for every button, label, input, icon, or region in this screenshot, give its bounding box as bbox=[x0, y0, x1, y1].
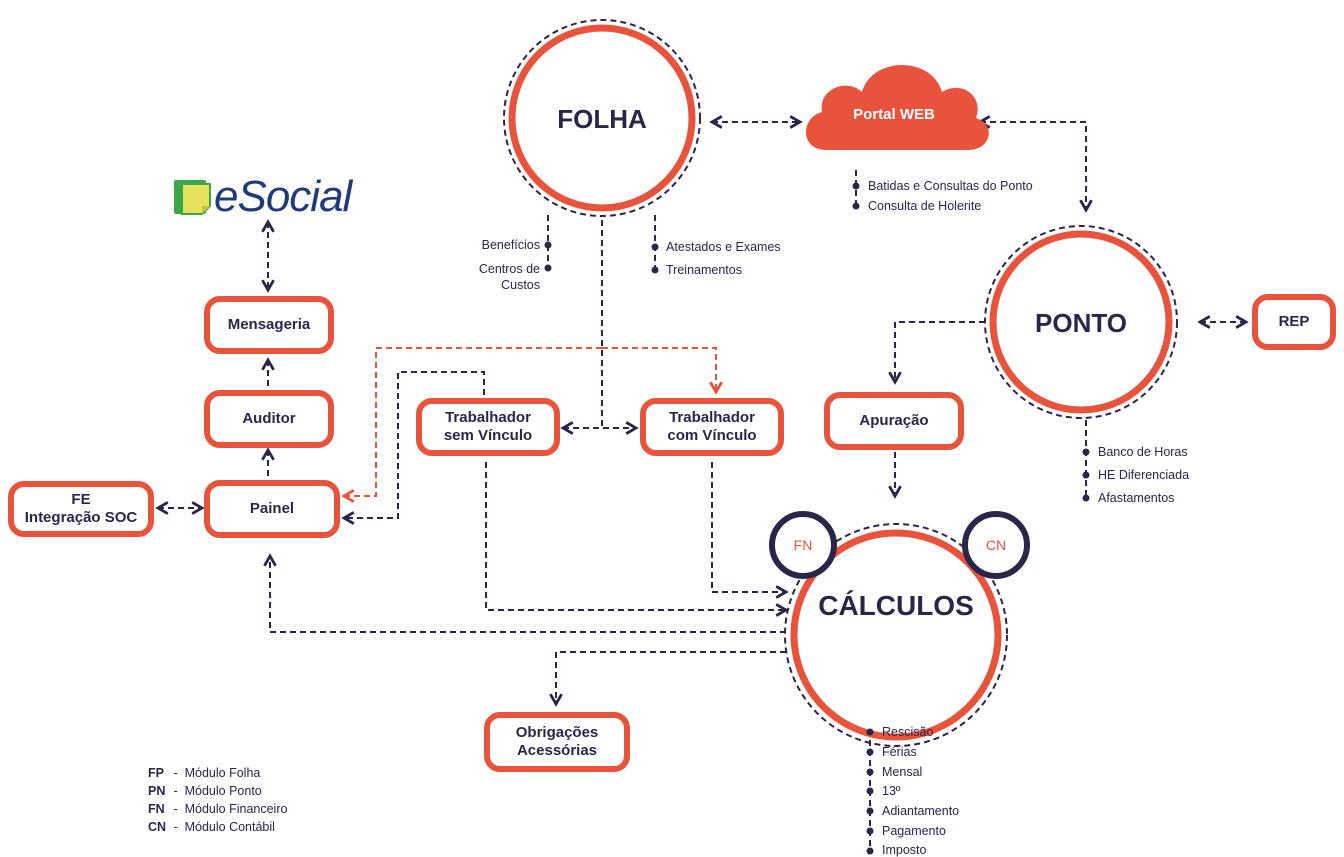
auditor-box[interactable]: Auditor bbox=[204, 390, 334, 448]
cn-label: CN bbox=[985, 537, 1007, 553]
folha-item-beneficios: Benefícios bbox=[481, 238, 540, 252]
calculos-item-pagamento: Pagamento bbox=[882, 824, 946, 838]
fe-label: FE bbox=[71, 491, 91, 508]
calculos-item-adiantamento: Adiantamento bbox=[882, 804, 960, 818]
ponto-item-banco: Banco de Horas bbox=[1098, 445, 1188, 459]
fe-box[interactable]: FE Integração SOC bbox=[8, 481, 154, 537]
calculos-item-rescisao: Rescisão bbox=[882, 725, 934, 739]
trab-sem-line1: Trabalhador bbox=[445, 409, 531, 426]
trabalhador-com-vinculo-box[interactable]: Trabalhador com Vínculo bbox=[640, 398, 784, 456]
folha-item-centros: Centros de Custos bbox=[478, 262, 540, 292]
esocial-wordmark: eSocial bbox=[214, 172, 352, 221]
fn-label: FN bbox=[793, 537, 813, 553]
legend-text: Módulo Ponto bbox=[184, 784, 262, 798]
ponto-label: PONTO bbox=[1035, 308, 1127, 338]
legend: FP - Módulo Folha PN - Módulo Ponto FN -… bbox=[148, 764, 287, 836]
apuracao-label: Apuração bbox=[859, 412, 929, 429]
rep-label: REP bbox=[1278, 313, 1310, 330]
ponto-item-he: HE Diferenciada bbox=[1098, 468, 1190, 482]
painel-box[interactable]: Painel bbox=[204, 480, 340, 538]
legend-text: Módulo Financeiro bbox=[184, 802, 288, 816]
legend-code: FN bbox=[148, 802, 165, 816]
calculos-item-ferias: Férias bbox=[882, 745, 917, 759]
portal-cloud-shape bbox=[805, 65, 989, 150]
legend-code: CN bbox=[148, 820, 167, 834]
trab-sem-line2: sem Vínculo bbox=[443, 427, 533, 444]
trabalhador-sem-vinculo-box[interactable]: Trabalhador sem Vínculo bbox=[416, 398, 560, 456]
cn-circle bbox=[962, 511, 1030, 579]
legend-code: PN bbox=[148, 784, 166, 798]
esocial-leaf-icon bbox=[174, 180, 211, 215]
folha-item-atestados: Atestados e Exames bbox=[666, 240, 781, 254]
ponto-item-afastamentos: Afastamentos bbox=[1098, 491, 1175, 505]
legend-sep: - bbox=[173, 820, 178, 834]
calculos-item-13: 13º bbox=[882, 784, 901, 798]
obrigacoes-line1: Obrigações bbox=[515, 724, 599, 741]
calculos-circle bbox=[790, 529, 1002, 741]
folha-label: FOLHA bbox=[557, 104, 647, 134]
legend-text: Módulo Folha bbox=[184, 766, 261, 780]
legend-item: FP - Módulo Folha bbox=[148, 764, 287, 782]
folha-circle bbox=[508, 24, 696, 212]
portal-item-batidas: Batidas e Consultas do Ponto bbox=[868, 179, 1033, 193]
legend-item: FN - Módulo Financeiro bbox=[148, 800, 287, 818]
mensageria-box[interactable]: Mensageria bbox=[204, 296, 334, 354]
trab-com-line2: com Vínculo bbox=[667, 427, 757, 444]
legend-sep: - bbox=[173, 802, 178, 816]
fe-sublabel: Integração SOC bbox=[24, 509, 138, 526]
legend-sep: - bbox=[173, 784, 178, 798]
auditor-label: Auditor bbox=[242, 410, 296, 427]
mensageria-label: Mensageria bbox=[227, 316, 311, 333]
legend-sep: - bbox=[173, 766, 178, 780]
calculos-item-imposto: Imposto bbox=[882, 843, 927, 857]
portal-item-holerite: Consulta de Holerite bbox=[868, 199, 982, 213]
ponto-circle bbox=[989, 230, 1173, 414]
trab-com-line1: Trabalhador bbox=[669, 409, 755, 426]
obrigacoes-acessorias-box[interactable]: Obrigações Acessórias bbox=[484, 712, 630, 772]
legend-code: FP bbox=[148, 766, 164, 780]
painel-label: Painel bbox=[249, 500, 295, 517]
obrigacoes-line2: Acessórias bbox=[516, 742, 598, 759]
fn-circle bbox=[769, 511, 837, 579]
folha-item-treinamentos: Treinamentos bbox=[666, 263, 742, 277]
legend-text: Módulo Contábil bbox=[184, 820, 275, 834]
calculos-item-mensal: Mensal bbox=[882, 765, 923, 779]
legend-item: CN - Módulo Contábil bbox=[148, 818, 287, 836]
portal-web-label[interactable]: Portal WEB bbox=[853, 106, 935, 123]
legend-item: PN - Módulo Ponto bbox=[148, 782, 287, 800]
calculos-label: CÁLCULOS bbox=[818, 590, 974, 621]
rep-box[interactable]: REP bbox=[1252, 294, 1336, 350]
esocial-logo: eSocial bbox=[172, 172, 352, 222]
apuracao-box[interactable]: Apuração bbox=[824, 392, 964, 450]
